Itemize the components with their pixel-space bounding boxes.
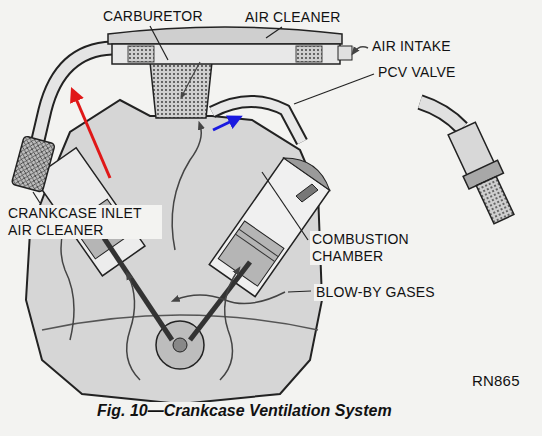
connecting-rod [190, 262, 250, 340]
valve-lower [476, 176, 514, 223]
part-label: BLOW-BY GASES [314, 284, 437, 301]
engine-outline [26, 100, 322, 404]
filter-element [128, 46, 154, 62]
flow-arrow [220, 270, 238, 380]
part-label: PCV VALVE [376, 64, 458, 81]
piston-ring [239, 229, 278, 257]
part-label: CRANKCASE INLET AIR CLEANER [6, 205, 162, 239]
flow-arrow [182, 62, 200, 96]
spark-plug [296, 184, 318, 202]
cylinder-wall [209, 158, 329, 297]
leader-line [266, 27, 282, 38]
flow-arrow [127, 275, 140, 380]
part-label: CARBURETOR [101, 8, 205, 25]
leader-line [294, 74, 374, 104]
figure-caption: Fig. 10—Crankcase Ventilation System [95, 402, 394, 420]
intake-flow-arrow [354, 47, 368, 52]
part-label: COMBUSTION CHAMBER [310, 231, 436, 265]
right-cylinder [209, 150, 335, 297]
piston-ring [235, 234, 274, 262]
pcv-valve-body [444, 120, 521, 227]
pcv-hose [212, 101, 302, 142]
pcv-valve-detail [420, 102, 521, 227]
blue-flow-arrow [213, 119, 236, 130]
filter-body [11, 136, 55, 193]
red-flow-arrow [74, 94, 110, 178]
crankcase-inlet-air-cleaner [11, 136, 55, 193]
air-cleaner-housing [112, 44, 340, 64]
valve-tube [420, 102, 462, 128]
engine-block [26, 100, 335, 404]
leader-line [288, 291, 311, 292]
carburetor-body [150, 62, 212, 118]
valve-tube-outline [420, 102, 462, 128]
figure-code: RN865 [470, 372, 522, 389]
air-snorkel [338, 46, 352, 60]
pcv-hose-outline [212, 101, 302, 142]
combustion-chamber [284, 150, 336, 190]
connecting-rod [104, 238, 172, 340]
flow-arrow [172, 125, 201, 250]
air-cleaner-lid [108, 27, 342, 44]
filter-element [296, 46, 322, 62]
crank-journal [173, 338, 187, 352]
flow-arrow [175, 292, 285, 304]
part-label: AIR INTAKE [370, 38, 453, 55]
leader-line [150, 26, 168, 60]
leader-line [262, 172, 308, 240]
leader-line [33, 192, 40, 203]
part-label: AIR CLEANER [243, 9, 343, 26]
piston [218, 221, 284, 286]
air-cleaner [108, 27, 368, 118]
